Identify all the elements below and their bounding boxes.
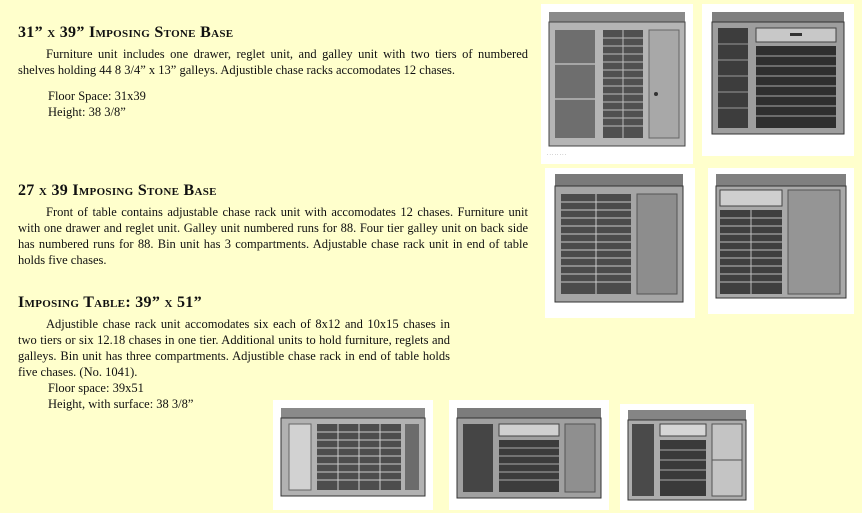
section-heading: Imposing Table: 39” x 51” — [18, 294, 202, 311]
section-heading: 31” x 39” Imposing Stone Base — [18, 24, 234, 41]
section-27x39: 27 x 39 Imposing Stone Base Front of tab… — [18, 182, 528, 268]
section-description: Furniture unit includes one drawer, regl… — [18, 47, 528, 77]
photo-39x51-angle — [449, 400, 609, 510]
section-description: Adjustible chase rack unit accomodates s… — [18, 317, 450, 379]
photo-31x39-chase-side: · · · · · · · · — [541, 4, 693, 164]
photo-39x51-front — [273, 400, 433, 510]
photo-39x51-end — [620, 404, 754, 510]
section-39x51: Imposing Table: 39” x 51” Adjustible cha… — [18, 294, 450, 412]
photo-31x39-drawer-side — [702, 4, 854, 156]
spec-floor-space: Floor Space: 31x39 — [48, 89, 146, 103]
section-description: Front of table contains adjustable chase… — [18, 205, 528, 267]
photo-27x39-side — [708, 168, 854, 314]
section-31x39: 31” x 39” Imposing Stone Base Furniture … — [18, 24, 528, 120]
section-heading: 27 x 39 Imposing Stone Base — [18, 182, 217, 199]
spec-height: Height, with surface: 38 3/8” — [48, 397, 194, 411]
spec-height: Height: 38 3/8” — [48, 105, 126, 119]
photo-27x39-front — [545, 168, 695, 318]
spec-floor-space: Floor space: 39x51 — [48, 381, 144, 395]
